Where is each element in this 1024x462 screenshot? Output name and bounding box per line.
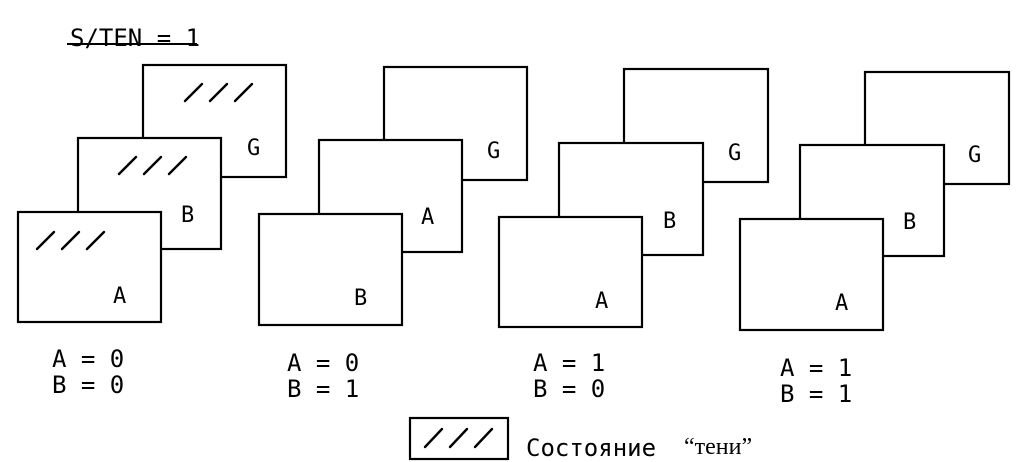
hatch-icon [183, 82, 254, 103]
window-mid-label: B [663, 209, 676, 234]
window-front [257, 212, 404, 327]
configuration-1: G B A A = 0 B = 0 [16, 63, 288, 399]
window-front [738, 217, 885, 332]
state-line-a: A = 1 [533, 349, 605, 377]
window-front [497, 215, 644, 329]
window-back-label: G [728, 141, 741, 166]
header-label: S/TEN = 1 [70, 24, 200, 52]
hatch-icon [423, 427, 494, 449]
window-front [16, 210, 163, 324]
state-line-b: B = 1 [780, 380, 852, 408]
hatch-icon [35, 230, 106, 251]
window-mid-label: B [903, 210, 916, 235]
window-front-label: A [595, 289, 608, 314]
window-front-label: B [354, 286, 367, 311]
hatch-icon [117, 155, 188, 176]
state-line-b: B = 0 [52, 371, 124, 399]
configuration-3: G B A A = 1 B = 0 [497, 67, 770, 403]
window-back-label: G [968, 143, 981, 168]
state-line-a: A = 1 [780, 354, 852, 382]
state-line-a: A = 0 [287, 349, 359, 377]
configuration-2: G A B A = 0 B = 1 [257, 65, 529, 403]
header: S/TEN = 1 [67, 24, 200, 52]
state-line-a: A = 0 [52, 345, 124, 373]
window-back-label: G [487, 139, 500, 164]
legend-text: Состояние [526, 434, 656, 462]
window-mid-label: B [181, 203, 194, 228]
state-line-b: B = 1 [287, 375, 359, 403]
state-line-b: B = 0 [533, 375, 605, 403]
window-front-label: A [835, 291, 848, 316]
window-front-label: A [113, 284, 126, 309]
configuration-4: G B A A = 1 B = 1 [738, 70, 1011, 408]
legend: Состояние “тени” [408, 416, 752, 462]
legend-quoted-text: “тени” [684, 434, 752, 460]
window-mid-label: A [421, 205, 434, 230]
window-back-label: G [247, 136, 260, 161]
